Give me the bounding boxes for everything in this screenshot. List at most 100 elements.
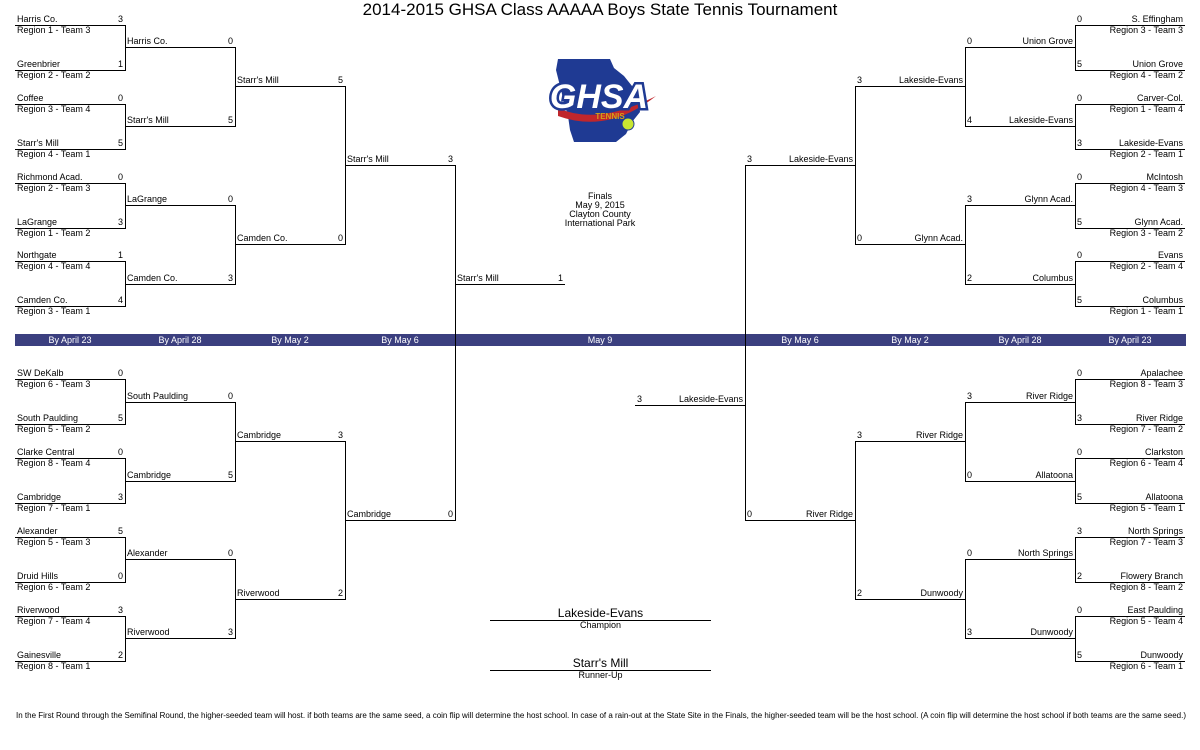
- bracket-connector: [125, 104, 126, 150]
- date-label: By April 28: [158, 335, 202, 345]
- round1-line: [15, 661, 125, 662]
- team-name: River Ridge: [915, 430, 963, 440]
- date-label: By May 6: [381, 335, 419, 345]
- bracket-connector: [1075, 183, 1076, 229]
- r2-line: [965, 47, 1075, 48]
- date-label: By May 2: [271, 335, 309, 345]
- round1-line: [1075, 503, 1185, 504]
- seed-label: Region 6 - Team 1: [1109, 661, 1183, 671]
- bracket-connector: [1075, 261, 1076, 307]
- date-label: By April 23: [1108, 335, 1152, 345]
- qf-line: [855, 441, 965, 442]
- swoosh-shape: [558, 96, 656, 122]
- seed-label: Region 1 - Team 1: [1109, 306, 1183, 316]
- round1-line: [15, 261, 125, 262]
- score: 0: [967, 36, 973, 46]
- score: 0: [1077, 172, 1083, 182]
- team-name: Harris Co.: [17, 14, 58, 24]
- round1-line: [1075, 537, 1185, 538]
- sf-line: [745, 165, 855, 166]
- score: 3: [857, 75, 863, 85]
- round1-line: [1075, 582, 1185, 583]
- round1-line: [1075, 228, 1185, 229]
- qf-line: [855, 599, 965, 600]
- score: 5: [1077, 217, 1083, 227]
- footnote: In the First Round through the Semifinal…: [16, 711, 1186, 720]
- score: 3: [117, 217, 123, 227]
- team-name: Columbus: [1142, 295, 1183, 305]
- seed-label: Region 3 - Team 4: [17, 104, 91, 114]
- score: 0: [1077, 250, 1083, 260]
- seed-label: Region 2 - Team 2: [17, 70, 91, 80]
- score: 3: [227, 627, 233, 637]
- score: 2: [337, 588, 343, 598]
- team-name: North Springs: [1017, 548, 1073, 558]
- team-name: Starr's Mill: [347, 154, 389, 164]
- r2-line: [965, 126, 1075, 127]
- team-name: River Ridge: [1025, 391, 1073, 401]
- seed-label: Region 5 - Team 1: [1109, 503, 1183, 513]
- logo-subtext: TENNIS: [595, 112, 625, 121]
- r2-line: [965, 284, 1075, 285]
- qf-line: [235, 599, 345, 600]
- score: 0: [117, 93, 123, 103]
- r2-line: [965, 559, 1075, 560]
- r2-line: [125, 481, 235, 482]
- score: 5: [117, 413, 123, 423]
- round1-line: [15, 503, 125, 504]
- round1-line: [1075, 104, 1185, 105]
- date-label: By April 28: [998, 335, 1042, 345]
- team-name: SW DeKalb: [17, 368, 64, 378]
- team-name: Alexander: [17, 526, 58, 536]
- round1-line: [1075, 25, 1185, 26]
- bracket-connector: [745, 165, 746, 521]
- team-name: Alexander: [127, 548, 168, 558]
- team-name: Clarkston: [1144, 447, 1183, 457]
- r2-line: [965, 481, 1075, 482]
- date-label: By May 6: [781, 335, 819, 345]
- runner-up-line: [490, 670, 711, 671]
- round1-line: [15, 306, 125, 307]
- team-name: Gainesville: [17, 650, 62, 660]
- round1-line: [1075, 261, 1185, 262]
- runner-up-label: Runner-Up: [578, 670, 623, 680]
- score: 0: [227, 194, 233, 204]
- team-name: S. Effingham: [1131, 14, 1183, 24]
- finals-heading: Finals: [587, 191, 612, 201]
- team-name: Camden Co.: [127, 273, 178, 283]
- seed-label: Region 6 - Team 3: [17, 379, 91, 389]
- team-name: South Paulding: [17, 413, 79, 423]
- team-name: Camden Co.: [237, 233, 288, 243]
- team-name: Dunwoody: [1140, 650, 1183, 660]
- score: 5: [117, 526, 123, 536]
- score: 5: [1077, 492, 1083, 502]
- page-title: 2014-2015 GHSA Class AAAAA Boys State Te…: [362, 0, 838, 19]
- qf-line: [235, 86, 345, 87]
- score: 5: [227, 470, 233, 480]
- score: 3: [967, 194, 973, 204]
- r2-line: [965, 402, 1075, 403]
- seed-label: Region 3 - Team 1: [17, 306, 91, 316]
- bracket-connector: [965, 559, 966, 639]
- bracket-connector: [125, 183, 126, 229]
- finals-info: Finals May 9, 2015 Clayton County Intern…: [540, 192, 660, 228]
- sf-line: [345, 520, 455, 521]
- score: 0: [1077, 368, 1083, 378]
- score: 3: [1077, 526, 1083, 536]
- score: 3: [337, 430, 343, 440]
- seed-label: Region 2 - Team 4: [1109, 261, 1183, 271]
- georgia-map-shape: [556, 59, 640, 142]
- bracket-connector: [855, 86, 856, 245]
- seed-label: Region 4 - Team 1: [17, 149, 91, 159]
- score: 0: [117, 368, 123, 378]
- score: 0: [227, 36, 233, 46]
- round1-line: [15, 104, 125, 105]
- score: 0: [1077, 14, 1083, 24]
- bracket-connector: [235, 402, 236, 482]
- seed-label: Region 5 - Team 4: [1109, 616, 1183, 626]
- seed-label: Region 4 - Team 4: [17, 261, 91, 271]
- team-name: Coffee: [17, 93, 44, 103]
- round1-line: [1075, 306, 1185, 307]
- team-name: Glynn Acad.: [914, 233, 963, 243]
- round1-line: [1075, 379, 1185, 380]
